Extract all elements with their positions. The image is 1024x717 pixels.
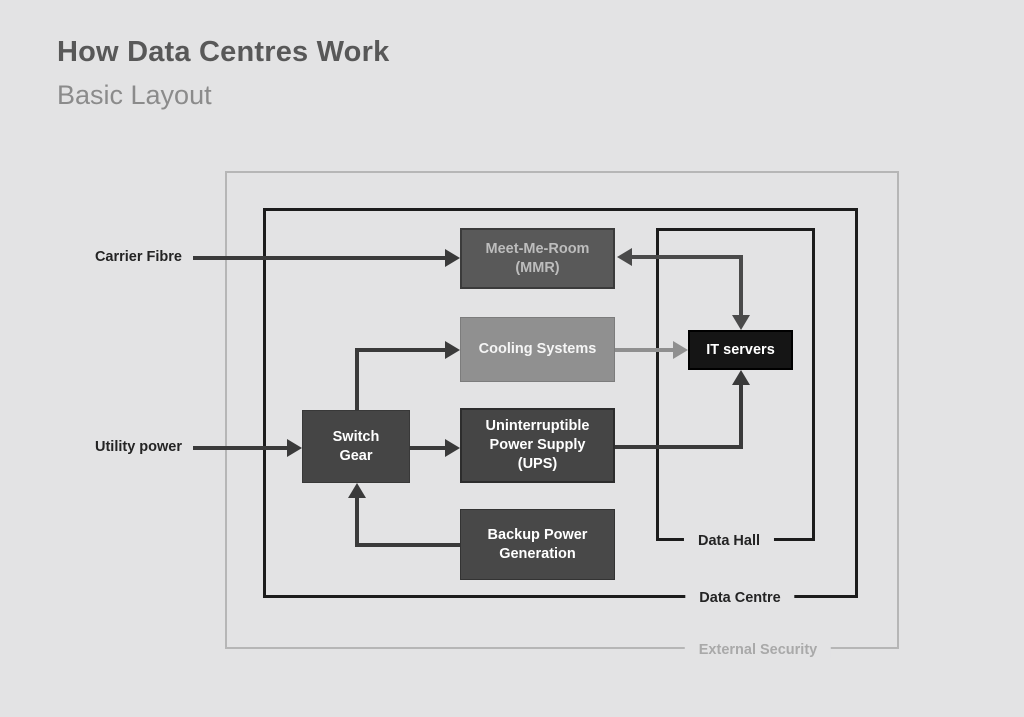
data-hall-zone: Data Hall xyxy=(656,228,815,549)
data-centre-zone: Data Centre xyxy=(263,208,858,606)
arrowhead-into-ups-icon xyxy=(445,439,460,457)
node-label: Meet-Me-Room xyxy=(485,240,590,257)
connector-utility-to-switch-line xyxy=(193,446,288,450)
external-security-label: External Security xyxy=(684,642,832,658)
node-switch-gear: Switch Gear xyxy=(302,410,410,483)
utility-power-label: Utility power xyxy=(94,439,182,455)
node-label: IT servers xyxy=(706,341,775,358)
carrier-fibre-label: Carrier Fibre xyxy=(94,249,182,265)
node-label: (UPS) xyxy=(517,455,558,472)
arrowhead-into-switch-left-icon xyxy=(287,439,302,457)
node-cooling-systems: Cooling Systems xyxy=(460,317,615,382)
node-backup-power-generation: Backup Power Generation xyxy=(460,509,615,580)
connector-cooling-to-it-line xyxy=(615,348,675,352)
connector-ups-to-it-vline xyxy=(739,383,743,449)
node-ups: Uninterruptible Power Supply (UPS) xyxy=(460,408,615,483)
connector-carrier-to-mmr-line xyxy=(193,256,446,260)
node-label: Power Supply xyxy=(489,437,586,454)
connector-it-to-mmr-vline xyxy=(739,255,743,316)
arrowhead-into-switch-bottom-icon xyxy=(348,483,366,498)
arrowhead-cooling-into-it-icon xyxy=(673,341,688,359)
data-centre-label: Data Centre xyxy=(685,590,795,606)
node-label: Uninterruptible xyxy=(485,418,590,435)
connector-switch-to-ups-line xyxy=(410,446,447,450)
connector-backup-to-switch-vline xyxy=(355,496,359,547)
arrowhead-into-mmr-right-icon xyxy=(617,248,632,266)
arrowhead-into-mmr-left-icon xyxy=(445,249,460,267)
arrowhead-into-cooling-icon xyxy=(445,341,460,359)
node-meet-me-room: Meet-Me-Room (MMR) xyxy=(460,228,615,289)
node-label: Generation xyxy=(499,545,576,562)
connector-backup-to-switch-hline xyxy=(355,543,460,547)
arrowhead-into-it-servers-bottom-icon xyxy=(732,370,750,385)
connector-it-to-mmr-hline xyxy=(630,255,743,259)
node-it-servers: IT servers xyxy=(688,330,793,370)
node-label: Switch xyxy=(332,428,380,445)
arrowhead-into-it-servers-top-icon xyxy=(732,315,750,330)
node-label: Gear xyxy=(339,447,373,464)
connector-ups-to-it-hline xyxy=(615,445,743,449)
page-title: How Data Centres Work xyxy=(57,36,390,68)
data-hall-label: Data Hall xyxy=(683,533,775,549)
node-label: (MMR) xyxy=(515,259,560,276)
page-subtitle: Basic Layout xyxy=(57,80,212,110)
node-label: Cooling Systems xyxy=(478,341,597,358)
connector-switch-to-cooling-vline xyxy=(355,348,359,410)
connector-switch-to-cooling-hline xyxy=(355,348,445,352)
external-security-zone: External Security xyxy=(225,171,899,658)
node-label: Backup Power xyxy=(487,526,588,543)
